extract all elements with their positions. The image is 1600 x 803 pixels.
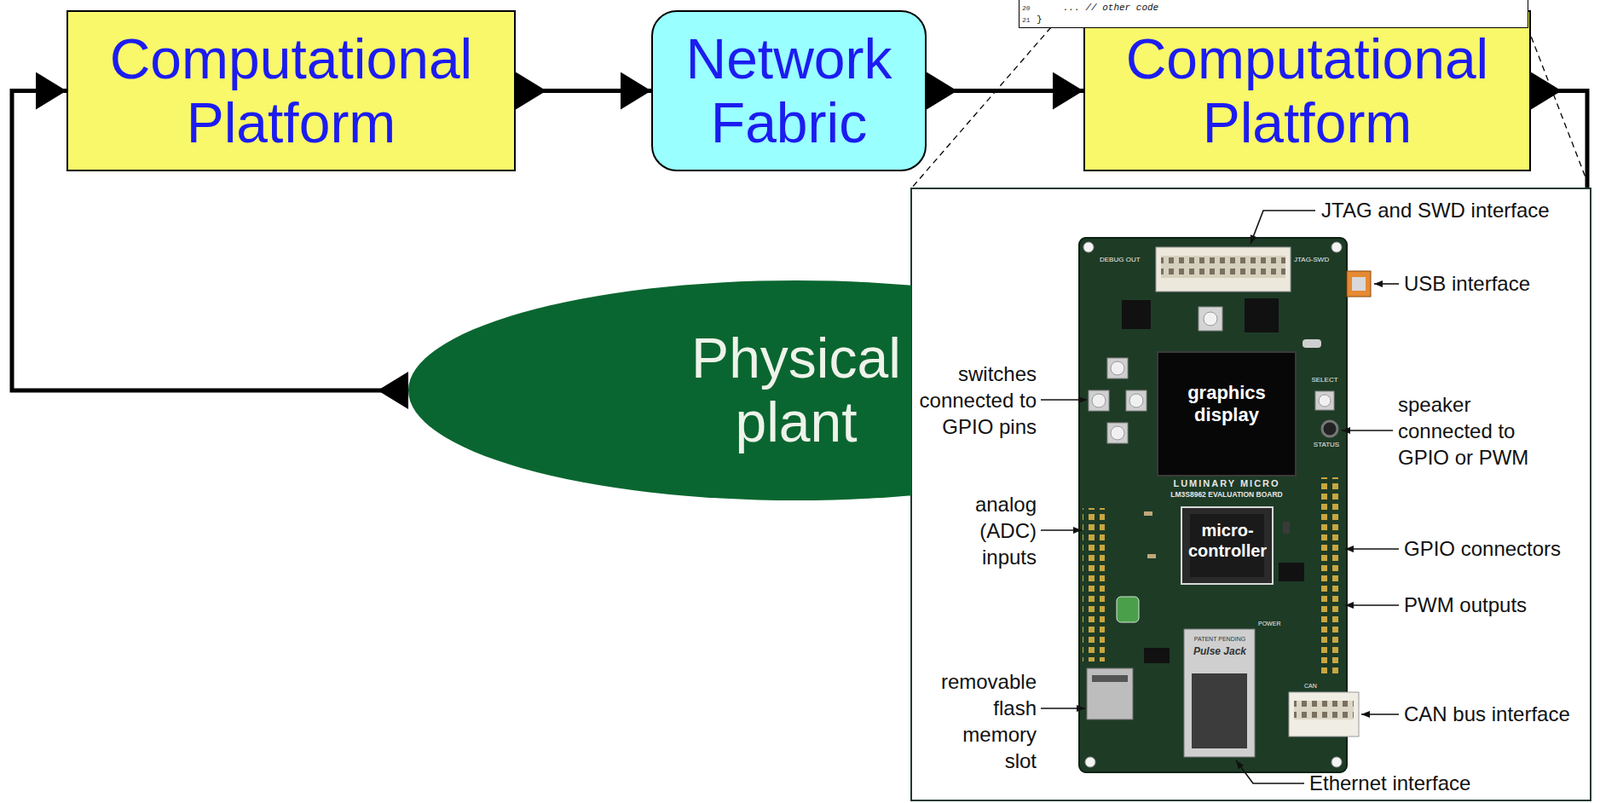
switch-cap	[1129, 393, 1144, 408]
zoom-line	[911, 27, 1052, 189]
callout-label: switches connected to GPIO pins	[912, 360, 1037, 440]
network-box: Network Fabric	[651, 10, 927, 172]
sd-opening	[1091, 675, 1128, 682]
button-cap	[1203, 311, 1218, 326]
platform-box: Computational Platform	[66, 10, 516, 172]
chip	[1244, 298, 1279, 333]
callout-label: PWM outputs	[1403, 591, 1583, 619]
header-slot	[1161, 255, 1286, 278]
graphics-display	[1157, 352, 1296, 476]
switch-cap	[1110, 426, 1125, 440]
board-print: SELECT	[1309, 375, 1341, 385]
callout-label: removable flash memory slot	[934, 668, 1037, 775]
switch-cap	[1091, 393, 1106, 408]
code-line: ... // other code	[1062, 2, 1251, 14]
board-print: DEBUG OUT	[1099, 255, 1151, 265]
switch	[1088, 390, 1110, 411]
signal-arrow	[926, 88, 1084, 93]
leader-line	[1361, 713, 1399, 716]
resistor	[1147, 554, 1156, 559]
logo	[1116, 596, 1139, 623]
mounting-hole	[1083, 242, 1094, 253]
node-label: Physical plant	[668, 326, 925, 455]
chip	[1121, 300, 1151, 330]
part-label: micro- controller	[1180, 519, 1275, 561]
leader-line	[1345, 604, 1399, 607]
zoom-line	[1527, 27, 1590, 189]
board-print: CAN	[1304, 681, 1330, 690]
leader-line	[1250, 210, 1316, 244]
inset-frame	[911, 188, 1591, 801]
usb-connector	[1346, 271, 1371, 297]
signal-arrow	[515, 88, 652, 93]
board-print: LM3S8962 EVALUATION BOARD	[1149, 490, 1304, 500]
connector-pins	[1293, 700, 1354, 720]
plant-shape	[408, 280, 912, 501]
crystal	[1302, 339, 1322, 348]
leader-line	[1374, 283, 1399, 285]
button-cap	[1318, 394, 1331, 407]
usb-socket	[1351, 277, 1366, 291]
connector-slot	[1293, 700, 1354, 720]
callout-label: analog (ADC) inputs	[964, 490, 1037, 571]
leader-line	[1236, 760, 1305, 784]
code-line: }	[1036, 14, 1054, 26]
header-pins	[1161, 255, 1286, 278]
pin-header	[1319, 477, 1342, 676]
board-print: STATUS	[1309, 440, 1344, 450]
leader-line	[1341, 429, 1393, 432]
jack-opening	[1191, 673, 1248, 749]
reset-button	[1198, 306, 1223, 331]
leader-line	[1040, 398, 1087, 401]
speaker	[1322, 421, 1338, 437]
leader-line	[1040, 707, 1086, 710]
node-label: Network Fabric	[668, 27, 910, 156]
node-label: Computational Platform	[83, 27, 499, 156]
callout-label: Ethernet interface	[1309, 769, 1531, 797]
switch-cap	[1110, 361, 1125, 376]
board-print: JTAG-SWD	[1293, 255, 1334, 265]
mounting-hole	[1331, 756, 1342, 768]
callout-label: JTAG and SWD interface	[1321, 196, 1577, 224]
resistor	[1143, 511, 1153, 516]
jack-print: Pulse Jack	[1185, 645, 1254, 658]
mounting-hole	[1331, 242, 1342, 253]
node-label: Computational Platform	[1100, 27, 1514, 156]
switch	[1107, 422, 1128, 444]
callout-label: USB interface	[1403, 270, 1583, 297]
callout-label: speaker connected to GPIO or PWM	[1397, 391, 1540, 471]
callout-label: CAN bus interface	[1403, 700, 1588, 728]
board-print: LUMINARY MICRO	[1149, 478, 1304, 490]
platform-box: Computational Platform	[1083, 10, 1531, 172]
chip	[1278, 562, 1305, 582]
switch	[1107, 358, 1128, 379]
can-connector	[1288, 692, 1359, 737]
jack-print: PATENT PENDING	[1185, 635, 1254, 643]
pin-header	[1082, 508, 1105, 662]
line-number: 20	[1022, 2, 1040, 14]
leader-line	[1040, 529, 1082, 532]
sd-slot	[1086, 668, 1133, 720]
plant-ellipse: Physical plant	[408, 280, 1185, 501]
chip	[1143, 647, 1170, 664]
ethernet-jack	[1184, 629, 1255, 757]
jtag-header	[1155, 247, 1291, 292]
select-button	[1315, 391, 1335, 411]
callout-label: GPIO connectors	[1403, 535, 1583, 562]
part-label: graphics display	[1162, 381, 1291, 427]
mounting-hole	[1085, 756, 1096, 768]
switch	[1126, 390, 1147, 411]
capacitor	[1282, 521, 1290, 534]
board-print: POWER	[1258, 619, 1288, 628]
leader-line	[1345, 548, 1399, 550]
